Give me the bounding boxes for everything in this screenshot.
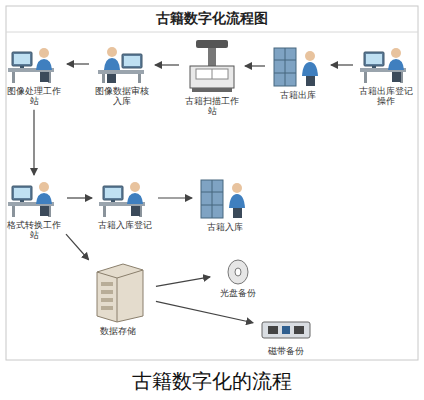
title-rule bbox=[6, 32, 418, 33]
person-icon bbox=[356, 44, 416, 84]
station-label: 格式转换工作站 bbox=[6, 220, 62, 241]
border bbox=[6, 6, 418, 360]
station-node: 古籍扫描工作站 bbox=[182, 38, 242, 117]
person-icon bbox=[4, 178, 64, 218]
station-label: 磁带备份 bbox=[256, 346, 316, 356]
cabinet-icon bbox=[268, 44, 328, 88]
station-label: 古籍出库登记操作 bbox=[358, 86, 414, 107]
cabinet-icon bbox=[195, 176, 255, 220]
flow-arrow bbox=[158, 197, 192, 198]
tape-icon bbox=[256, 316, 316, 344]
station-node: 古籍入库登记 bbox=[95, 178, 155, 230]
flow-arrow bbox=[155, 64, 179, 65]
person-icon bbox=[95, 178, 155, 218]
station-node: 格式转换工作站 bbox=[4, 178, 64, 241]
station-label: 光盘备份 bbox=[213, 288, 263, 298]
station-node: 磁带备份 bbox=[256, 316, 316, 356]
station-label: 图像处理工作站 bbox=[6, 86, 62, 107]
disc-icon bbox=[218, 258, 258, 286]
flow-arrow bbox=[67, 63, 89, 64]
station-label: 图像数据审核入库 bbox=[94, 86, 150, 107]
station-node: 图像处理工作站 bbox=[4, 44, 64, 107]
flow-arrow bbox=[156, 277, 210, 286]
flow-arrow bbox=[156, 301, 253, 322]
station-node: 光盘备份 bbox=[213, 258, 263, 298]
flow-arrow bbox=[66, 234, 89, 260]
station-node: 古籍入库 bbox=[195, 176, 255, 232]
station-node: 古籍出库 bbox=[268, 44, 328, 100]
station-label: 古籍入库 bbox=[197, 222, 253, 232]
person2-icon bbox=[92, 44, 152, 84]
station-node: 数据存储 bbox=[83, 262, 153, 336]
person-icon bbox=[4, 44, 64, 84]
station-label: 古籍扫描工作站 bbox=[184, 96, 240, 117]
flow-arrow bbox=[33, 110, 34, 175]
flow-arrow bbox=[331, 64, 353, 65]
station-label: 古籍出库 bbox=[270, 90, 326, 100]
flow-arrow bbox=[245, 65, 265, 66]
flow-arrow bbox=[67, 197, 92, 198]
diagram-title: 古籍数字化流程图 bbox=[0, 10, 424, 28]
caption: 古籍数字化的流程 bbox=[0, 368, 424, 395]
station-node: 古籍出库登记操作 bbox=[356, 44, 416, 107]
scanner-icon bbox=[182, 38, 242, 94]
station-label: 古籍入库登记 bbox=[97, 220, 153, 230]
station-node: 图像数据审核入库 bbox=[92, 44, 152, 107]
station-label: 数据存储 bbox=[88, 326, 148, 336]
server-icon bbox=[83, 262, 153, 324]
